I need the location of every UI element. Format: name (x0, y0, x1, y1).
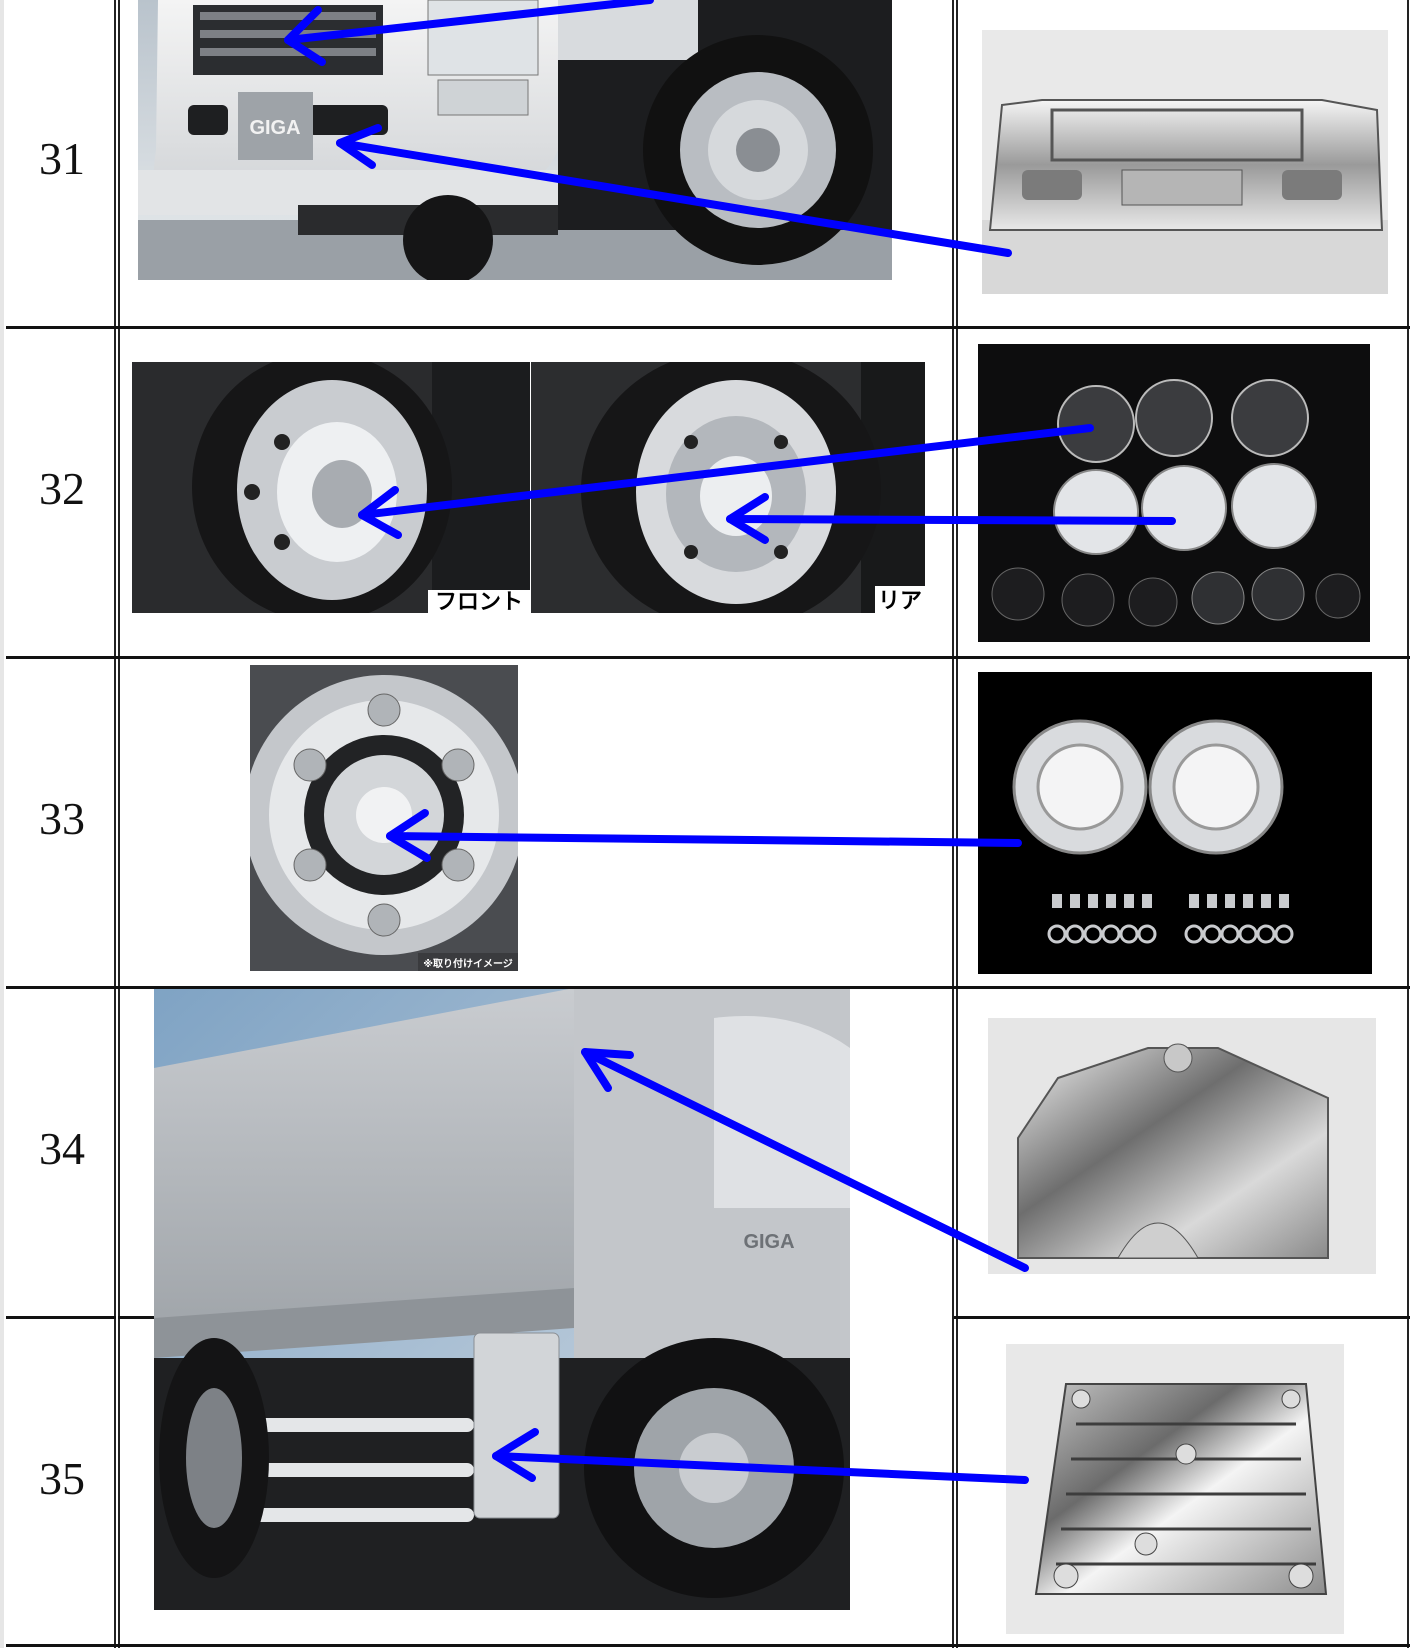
grid-line-row-4c (954, 1316, 1410, 1319)
row-number-34: 34 (39, 1123, 85, 1174)
grid-line-row-5 (6, 1644, 1410, 1647)
photo-truck-front-grille: GIGA (138, 0, 892, 280)
grille-emblem: GIGA (249, 117, 300, 139)
photo-chrome-battery-cover (1006, 1344, 1344, 1634)
grid-line-row-4b (118, 1316, 154, 1319)
photo-front-wheel: フロント (132, 362, 530, 613)
photo-rear-wheel: リア (531, 362, 925, 613)
grid-line-col-2 (952, 0, 954, 1648)
side-emblem: GIGA (743, 1231, 794, 1253)
photo-chrome-fuel-tank-cover (988, 1018, 1376, 1274)
front-label: フロント (435, 590, 523, 613)
grid-line-col-2b (956, 0, 958, 1648)
row-number-33: 33 (39, 793, 85, 844)
row-number-35: 35 (39, 1453, 85, 1504)
grid-line-row-4a (6, 1316, 116, 1319)
row-number-31: 31 (39, 133, 85, 184)
rear-label: リア (878, 589, 922, 613)
photo-chrome-grille-part (982, 30, 1388, 294)
grid-line-row-1 (6, 326, 1410, 329)
installation-note: ※取り付けイメージ (423, 957, 513, 970)
photo-wheel-hub-installed: ※取り付けイメージ (250, 665, 518, 971)
grid-line-col-1b (118, 0, 120, 1648)
row-number-32: 32 (39, 463, 85, 514)
sheet-edge (0, 0, 4, 1648)
photo-truck-side: GIGA (154, 988, 850, 1610)
grid-line-col-1 (114, 0, 116, 1648)
photo-hub-cap-set (978, 344, 1370, 642)
grid-line-row-3 (6, 986, 1410, 989)
grid-line-row-2 (6, 656, 1410, 659)
photo-chrome-ring-set (978, 672, 1372, 974)
grid-line-col-3 (1407, 0, 1409, 1648)
